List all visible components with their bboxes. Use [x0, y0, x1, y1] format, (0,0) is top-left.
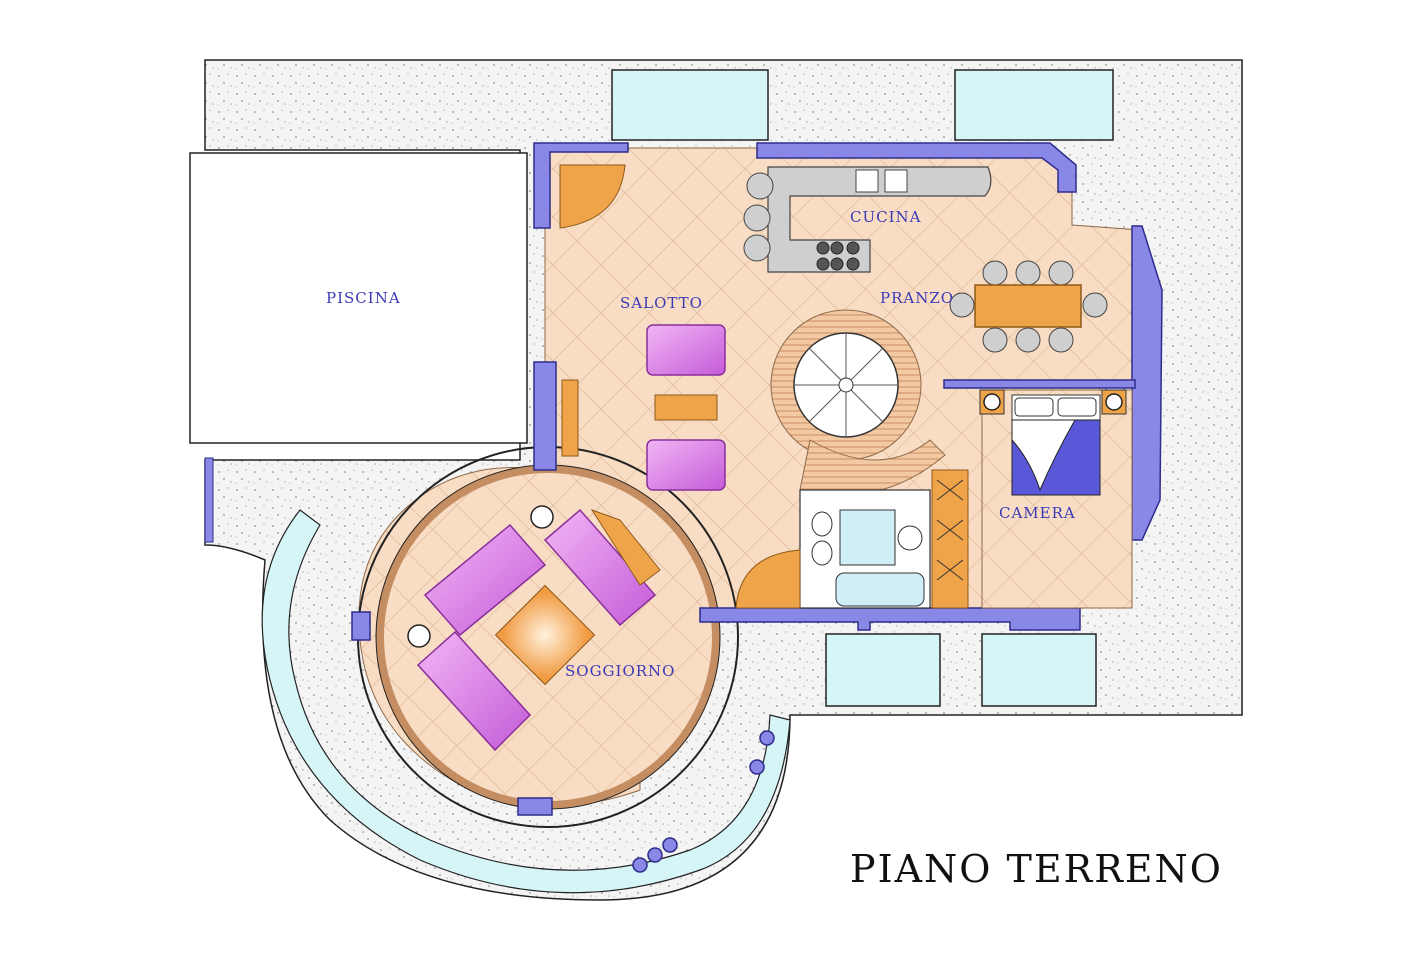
columns: [632, 730, 775, 873]
label-salotto: SALOTTO: [620, 294, 703, 312]
spiral-staircase: [770, 309, 946, 496]
wardrobe: [931, 469, 969, 609]
stove-icon: [816, 241, 860, 271]
coffee-table: [654, 394, 718, 421]
window-bottom-left: [825, 633, 941, 707]
label-cucina: CUCINA: [850, 208, 921, 226]
circular-walkway: [261, 509, 791, 894]
label-soggiorno: SOGGIORNO: [565, 662, 675, 680]
bar-stools: [743, 172, 774, 262]
walls: [351, 142, 1163, 816]
side-table: [590, 509, 661, 586]
soggiorno-sofas: [416, 508, 657, 752]
window-top-left: [611, 69, 769, 141]
pool-edge: [204, 457, 214, 543]
bathroom: [799, 489, 931, 609]
window-top-right: [954, 69, 1114, 141]
label-piscina: PISCINA: [326, 289, 401, 307]
center-table: [494, 584, 596, 686]
dining-table: [949, 260, 1108, 353]
pool: [189, 152, 528, 444]
label-camera: CAMERA: [999, 504, 1076, 522]
bedroom: [979, 389, 1133, 609]
label-pranzo: PRANZO: [880, 289, 954, 307]
sink-icon: [855, 169, 908, 193]
plan-title: PIANO TERRENO: [850, 847, 1223, 891]
window-bottom-right: [981, 633, 1097, 707]
salotto-sofas: [646, 324, 726, 491]
